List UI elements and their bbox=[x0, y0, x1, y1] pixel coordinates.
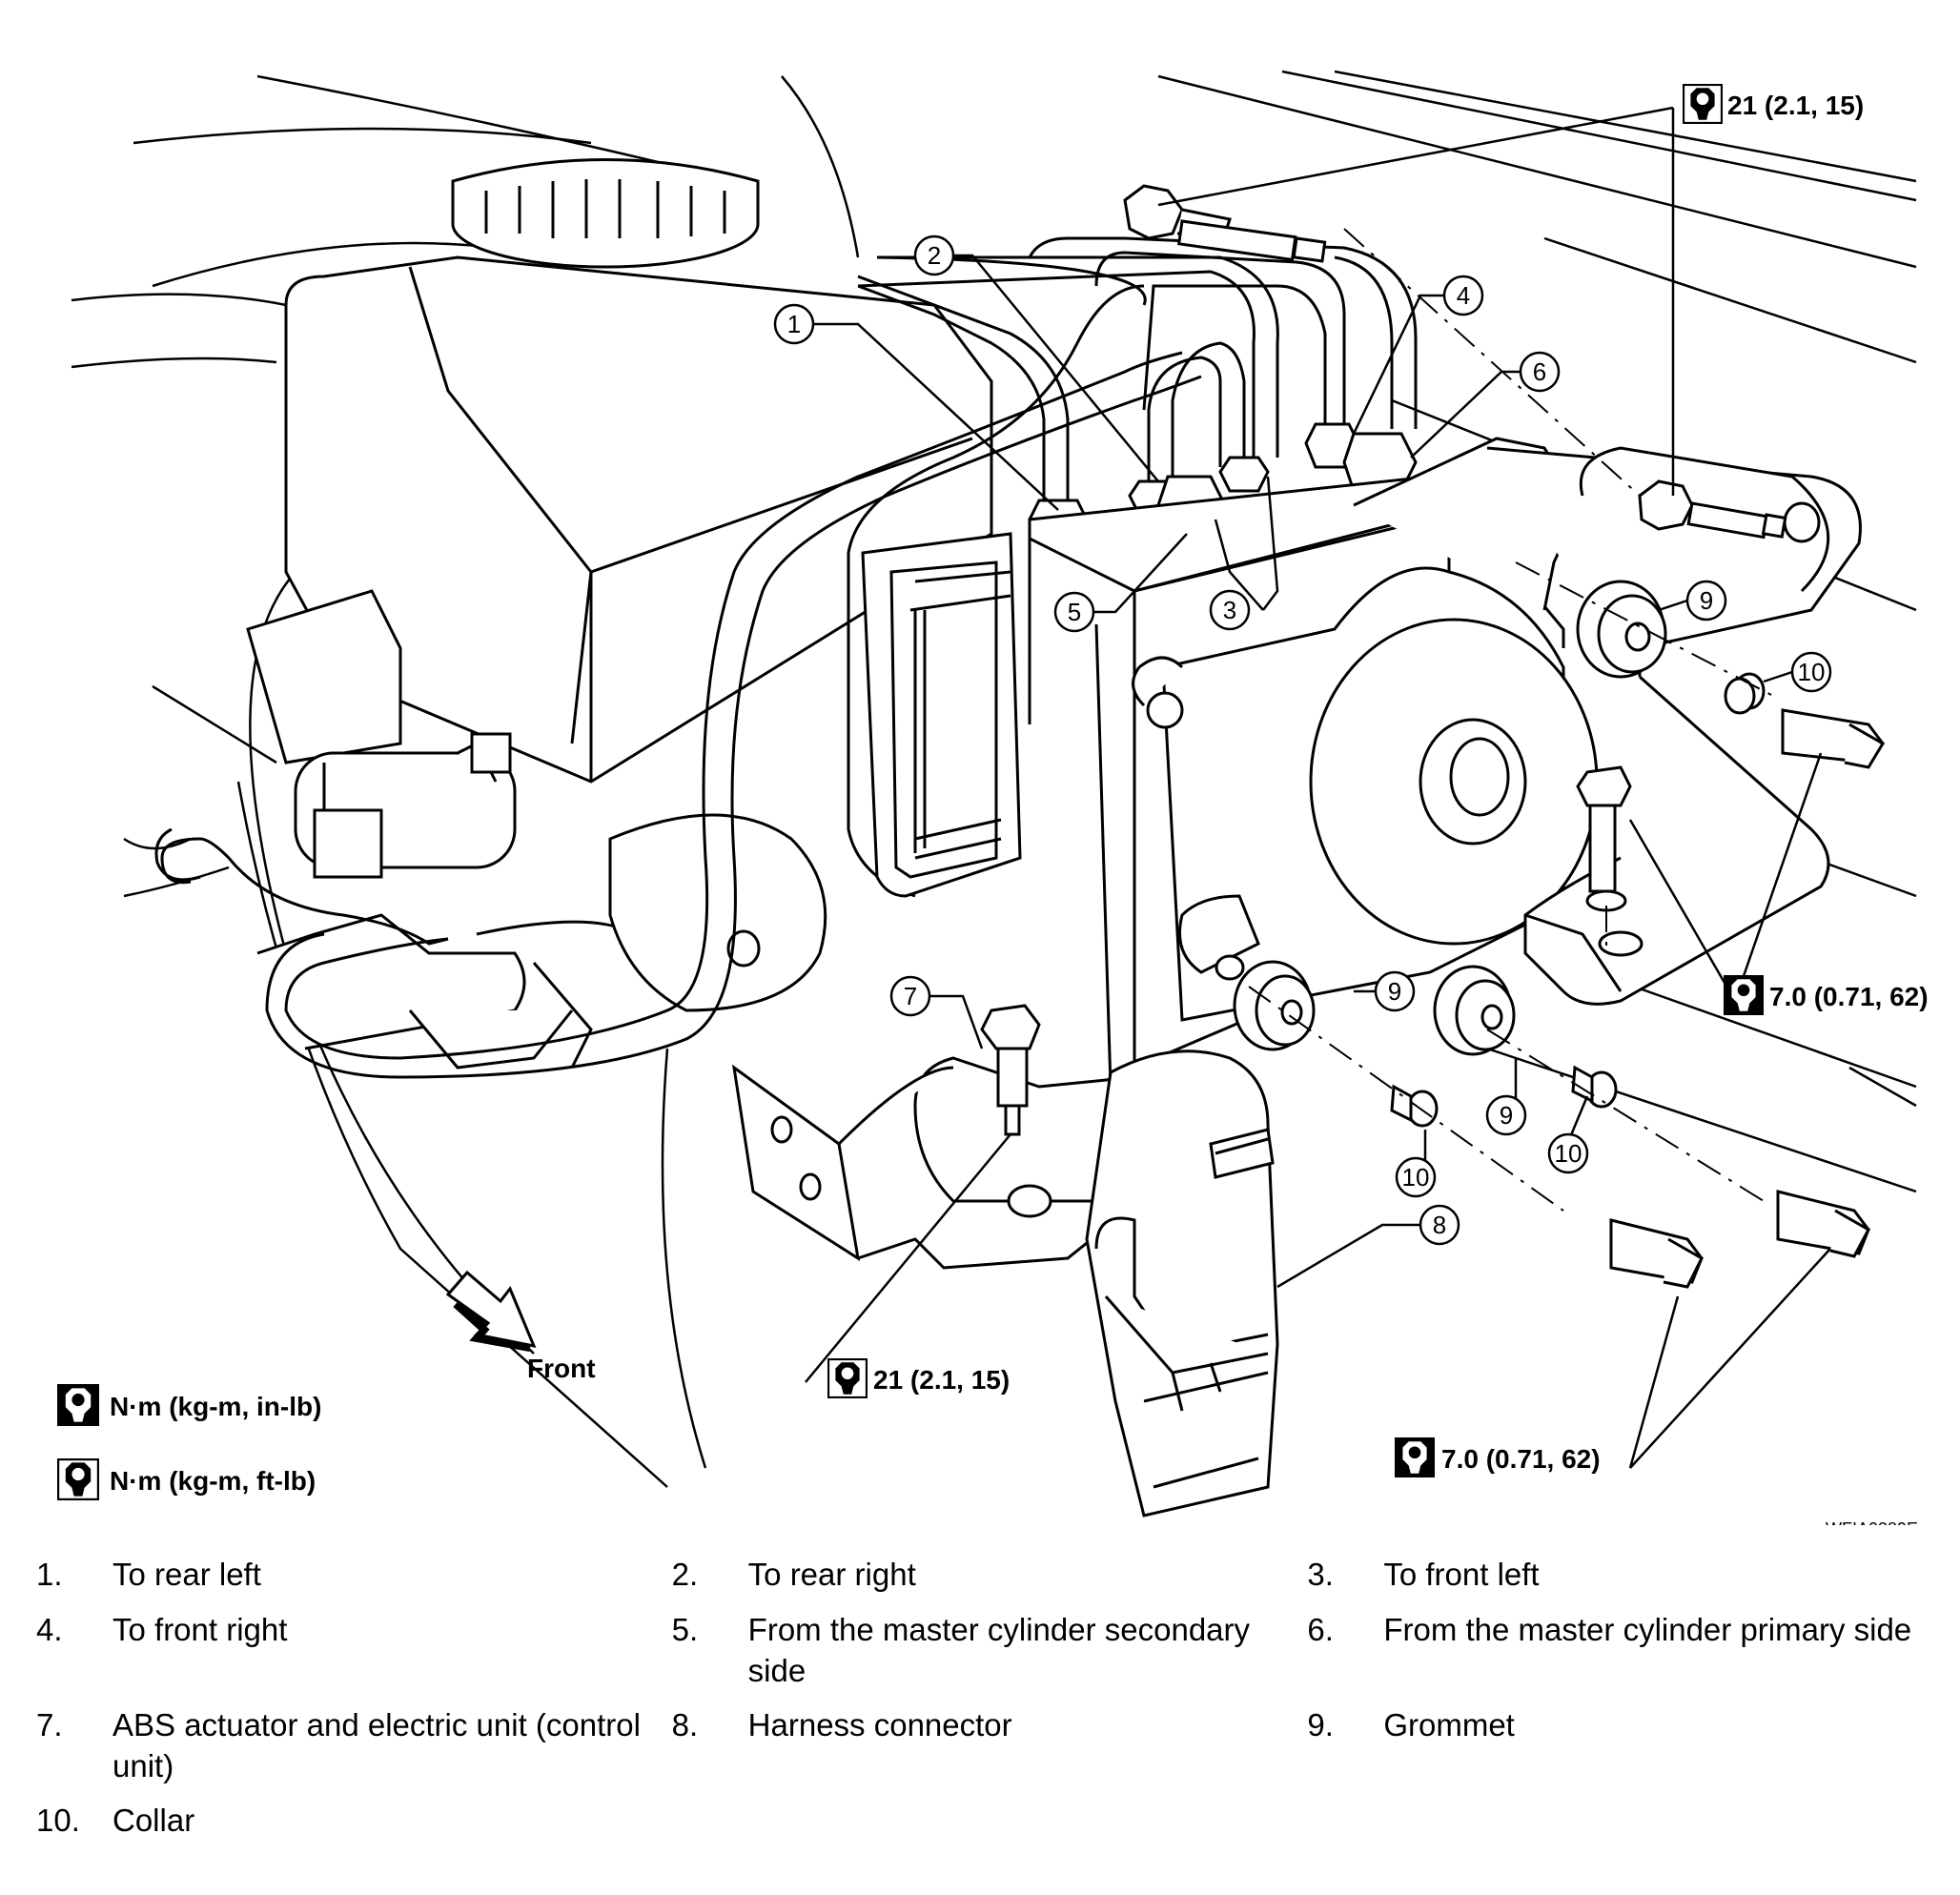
torque-value-bottom-right: 7.0 (0.71, 62) bbox=[1441, 1444, 1601, 1474]
legend-number: 1. bbox=[36, 1557, 63, 1592]
callout-label-2: 2 bbox=[928, 241, 941, 270]
legend-item: 6. From the master cylinder primary side bbox=[1307, 1609, 1943, 1704]
legend-row: 7. ABS actuator and electric unit (contro… bbox=[36, 1704, 1943, 1800]
torque-spec-top-right: 21 (2.1, 15) bbox=[1683, 84, 1864, 124]
legend-text: From the master cylinder primary side bbox=[1383, 1612, 1912, 1647]
torque-wrench-in-lb-icon bbox=[1724, 975, 1764, 1015]
callouts bbox=[773, 234, 1832, 1246]
abs-actuator-diagram: 1 2 3 4 5 6 7 8 9 10 9 9 10 10 21 (2.1, … bbox=[57, 70, 1929, 1525]
units-ft-lb: N·m (kg-m, ft-lb) bbox=[110, 1466, 316, 1496]
legend-row: 4. To front right 5. From the master cylin… bbox=[36, 1609, 1943, 1704]
master-cylinder-body bbox=[246, 589, 827, 1070]
legend-row: 10. Collar bbox=[36, 1800, 1943, 1855]
callout-circle-10b bbox=[1547, 1132, 1589, 1174]
torque-spec-bottom-center: 21 (2.1, 15) bbox=[827, 1358, 1010, 1398]
torque-spec-right-middle: 7.0 (0.71, 62) bbox=[1724, 975, 1929, 1015]
front-direction-arrow-icon bbox=[445, 1270, 537, 1352]
callout-circle-9a bbox=[1685, 580, 1727, 621]
legend-item: 2. To rear right bbox=[672, 1554, 1308, 1609]
callout-label-9a: 9 bbox=[1700, 586, 1713, 615]
control-unit-cover bbox=[861, 532, 1113, 1088]
legend-text: To rear right bbox=[747, 1557, 916, 1592]
callout-label-5: 5 bbox=[1068, 598, 1081, 626]
callout-circle-10a bbox=[1790, 651, 1832, 693]
torque-wrench-ft-lb-icon bbox=[1683, 84, 1723, 124]
callout-label-10a: 10 bbox=[1798, 658, 1826, 686]
torque-value-bottom-center: 21 (2.1, 15) bbox=[873, 1365, 1010, 1395]
callout-circle-2 bbox=[913, 234, 955, 276]
body-panel-lines bbox=[71, 70, 1917, 1488]
grommets-collars bbox=[1233, 580, 1756, 1128]
torque-value-right-middle: 7.0 (0.71, 62) bbox=[1769, 982, 1929, 1011]
callout-label-9b: 9 bbox=[1388, 977, 1401, 1006]
legend-text: Grommet bbox=[1383, 1707, 1515, 1742]
parts-legend: 1. To rear left 2. To rear right 3. To fron… bbox=[36, 1554, 1943, 1855]
callout-label-10c: 10 bbox=[1402, 1163, 1430, 1192]
callout-circle-6 bbox=[1519, 351, 1561, 393]
callout-circle-10c bbox=[1395, 1156, 1437, 1198]
torque-wrench-in-lb-icon bbox=[57, 1384, 99, 1426]
torque-wrench-ft-lb-icon bbox=[827, 1358, 868, 1398]
brake-tubes bbox=[154, 236, 1418, 1079]
assembly-axis-lines bbox=[1248, 228, 1774, 1212]
callout-circle-5 bbox=[1053, 591, 1095, 633]
legend-item: 5. From the master cylinder secondary sid… bbox=[672, 1609, 1308, 1704]
callout-label-8: 8 bbox=[1433, 1211, 1446, 1239]
legend-number: 2. bbox=[671, 1557, 699, 1592]
legend-text: To rear left bbox=[112, 1557, 261, 1592]
legend-text: Harness connector bbox=[747, 1707, 1012, 1742]
mounting-bolts bbox=[980, 184, 1886, 1289]
torque-wrench-in-lb-icon bbox=[1395, 1437, 1435, 1477]
callout-label-9c: 9 bbox=[1500, 1101, 1513, 1130]
callout-numbers: 1 2 3 4 5 6 7 8 9 10 9 9 10 10 bbox=[787, 241, 1826, 1239]
callout-label-6: 6 bbox=[1533, 357, 1546, 386]
callout-label-3: 3 bbox=[1223, 596, 1236, 624]
legend-text: To front left bbox=[1383, 1557, 1540, 1592]
torque-wrench-ft-lb-icon bbox=[57, 1458, 99, 1500]
callout-circle-3 bbox=[1209, 589, 1251, 631]
legend-text: Collar bbox=[112, 1803, 195, 1838]
legend-item: 4. To front right bbox=[36, 1609, 672, 1704]
callout-circle-1 bbox=[773, 303, 815, 345]
legend-item: 8. Harness connector bbox=[672, 1704, 1308, 1800]
master-cylinder-reservoir bbox=[284, 158, 993, 784]
torque-value-top-right: 21 (2.1, 15) bbox=[1727, 91, 1864, 120]
legend-number: 8. bbox=[671, 1707, 699, 1742]
callout-circle-8 bbox=[1419, 1204, 1460, 1246]
callout-circle-7 bbox=[889, 975, 931, 1017]
callout-label-1: 1 bbox=[787, 310, 801, 338]
legend-item: 1. To rear left bbox=[36, 1554, 672, 1609]
torque-spec-bottom-right: 7.0 (0.71, 62) bbox=[1395, 1437, 1601, 1477]
callout-label-4: 4 bbox=[1457, 281, 1470, 310]
legend-item: 9. Grommet bbox=[1307, 1704, 1943, 1800]
callout-circle-9b bbox=[1374, 970, 1416, 1012]
callout-circle-9c bbox=[1485, 1094, 1527, 1136]
units-legend: N·m (kg-m, in-lb) N·m (kg-m, ft-lb) bbox=[57, 1384, 321, 1500]
legend-number: 7. bbox=[36, 1707, 63, 1742]
legend-text: ABS actuator and electric unit (control … bbox=[112, 1707, 641, 1783]
front-label: Front bbox=[527, 1354, 596, 1383]
legend-text: To front right bbox=[112, 1612, 288, 1647]
callout-circle-4 bbox=[1442, 275, 1484, 316]
harness-connector bbox=[1085, 1049, 1279, 1518]
legend-number: 9. bbox=[1307, 1707, 1334, 1742]
callout-label-10b: 10 bbox=[1555, 1139, 1582, 1168]
legend-number: 10. bbox=[36, 1803, 80, 1838]
legend-number: 6. bbox=[1307, 1612, 1334, 1647]
legend-number: 4. bbox=[36, 1612, 63, 1647]
legend-item: 3. To front left bbox=[1307, 1554, 1943, 1609]
legend-item: 7. ABS actuator and electric unit (contro… bbox=[36, 1704, 672, 1800]
callout-label-7: 7 bbox=[904, 982, 917, 1010]
figure-id: WFIA0389E bbox=[1826, 1519, 1918, 1525]
units-in-lb: N·m (kg-m, in-lb) bbox=[110, 1392, 321, 1421]
legend-number: 5. bbox=[671, 1612, 699, 1647]
legend-row: 1. To rear left 2. To rear right 3. To fron… bbox=[36, 1554, 1943, 1609]
mounting-bracket bbox=[731, 446, 1862, 1270]
legend-item: 10. Collar bbox=[36, 1800, 683, 1855]
legend-number: 3. bbox=[1307, 1557, 1334, 1592]
legend-text: From the master cylinder secondary side bbox=[747, 1612, 1251, 1688]
